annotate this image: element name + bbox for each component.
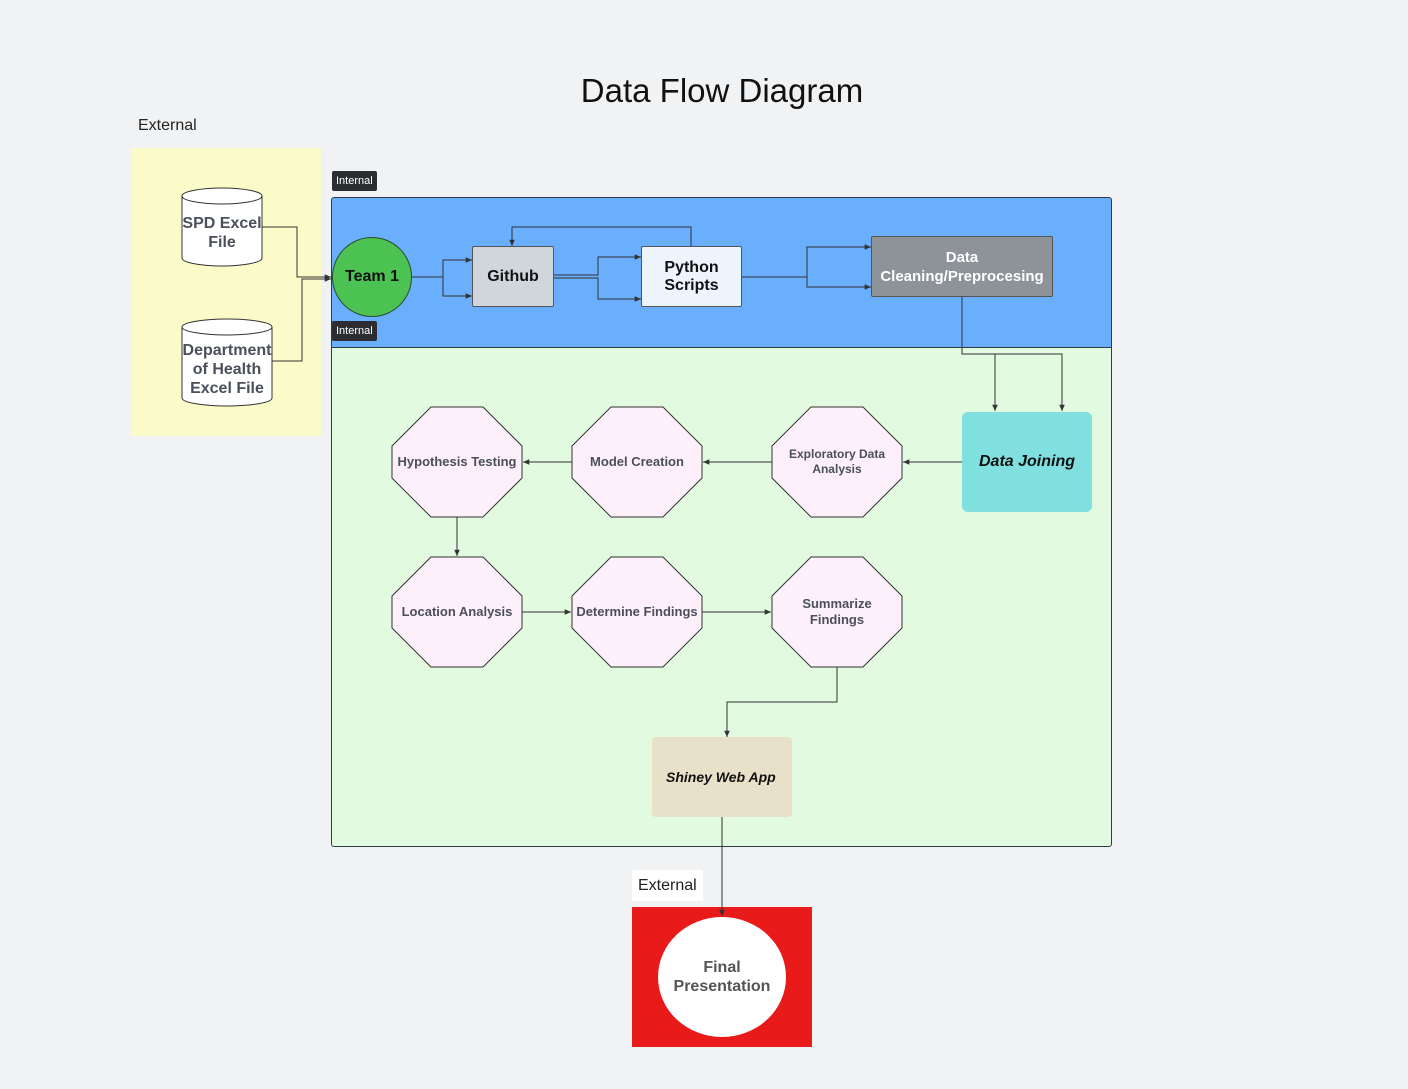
shiny-web-app-node: Shiney Web App xyxy=(652,737,792,817)
location-analysis-label: Location Analysis xyxy=(401,604,513,619)
hypothesis-testing-label: Hypothesis Testing xyxy=(397,454,517,469)
eda-node-label: Exploratory Data Analysis xyxy=(788,447,886,476)
data-joining-node: Data Joining xyxy=(962,412,1092,512)
diagram-title: Data Flow Diagram xyxy=(580,72,864,109)
team-node: Team 1 xyxy=(332,237,412,317)
zone-tag-internal: Internal xyxy=(332,171,377,191)
zone-label-external: External xyxy=(632,870,703,901)
doh-cylinder xyxy=(181,318,273,407)
location-octagon xyxy=(391,556,523,668)
spd-excel-file: SPD Excel File xyxy=(182,215,262,251)
eda-octagon xyxy=(771,406,903,518)
spd-cylinder xyxy=(181,187,263,267)
determine-findings-label: Determine Findings xyxy=(576,604,698,619)
summarize-octagon xyxy=(771,556,903,668)
summarize-findings-label: Summarize Findings xyxy=(802,596,872,627)
final-presentation-node: Final Presentation xyxy=(658,917,786,1037)
doh-excel-file: Department of Health Excel File xyxy=(182,341,272,397)
zone-tag-internal: Internal xyxy=(332,321,377,341)
zone-label-external: External xyxy=(138,117,197,134)
python-scripts-node: Python Scripts xyxy=(641,246,742,307)
github-node: Github xyxy=(472,246,554,307)
hypothesis-octagon xyxy=(391,406,523,518)
determine-octagon xyxy=(571,556,703,668)
model-octagon xyxy=(571,406,703,518)
model-creation-label: Model Creation xyxy=(590,454,684,469)
data-cleaning-node: Data Cleaning/Preprocesing xyxy=(871,236,1053,297)
